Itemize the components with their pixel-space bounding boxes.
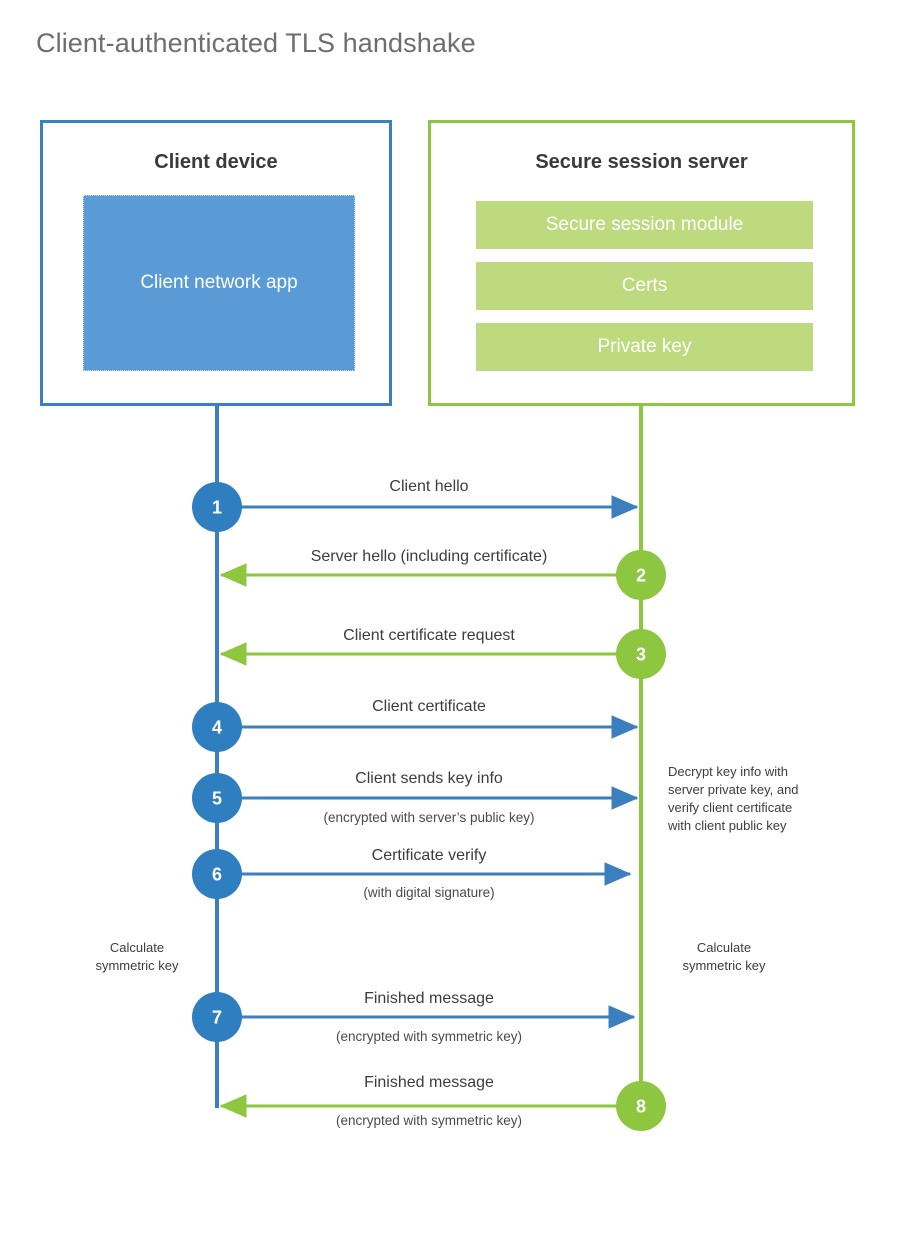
secure-session-module-block: Secure session module xyxy=(476,201,813,249)
server-decrypt-note: Decrypt key info with server private key… xyxy=(668,763,799,835)
server-calc-note-line-1: Calculate xyxy=(696,940,752,955)
client-calculate-symmetric-key-note: Calculate symmetric key xyxy=(95,939,178,975)
step-label-1: Client hello xyxy=(389,478,469,495)
client-device-title: Client device xyxy=(154,151,278,173)
page-title: Client-authenticated TLS handshake xyxy=(36,28,476,58)
client-device-box: Client device Client network app xyxy=(40,120,392,406)
step-label-5: Client sends key info xyxy=(355,770,503,787)
step-circle-6[interactable] xyxy=(192,849,242,899)
server-decrypt-note-line-4: with client public key xyxy=(668,817,787,833)
step-label-6: Certificate verify xyxy=(371,847,487,864)
step-label-3: Client certificate request xyxy=(343,627,515,644)
step-circle-1[interactable] xyxy=(192,482,242,532)
secure-session-server-title: Secure session server xyxy=(535,151,748,173)
step-label-7: Finished message xyxy=(364,990,494,1007)
server-calculate-symmetric-key-note: Calculate symmetric key xyxy=(682,939,765,975)
client-network-app-block: Client network app xyxy=(83,195,355,371)
step-sublabel-8: (encrypted with symmetric key) xyxy=(335,1113,523,1128)
step-circle-3[interactable] xyxy=(616,629,666,679)
step-circle-5[interactable] xyxy=(192,773,242,823)
client-calc-note-line-2: symmetric key xyxy=(95,957,179,973)
server-calc-note-line-2: symmetric key xyxy=(682,957,766,973)
step-label-8: Finished message xyxy=(364,1074,494,1091)
step-circle-8[interactable] xyxy=(616,1081,666,1131)
step-sublabel-5: (encrypted with server’s public key) xyxy=(323,810,535,825)
step-sublabel-6: (with digital signature) xyxy=(363,885,495,900)
step-circle-7[interactable] xyxy=(192,992,242,1042)
step-label-2: Server hello (including certificate) xyxy=(310,548,548,565)
step-circle-2[interactable] xyxy=(616,550,666,600)
step-sublabel-7: (encrypted with symmetric key) xyxy=(335,1029,523,1044)
private-key-block: Private key xyxy=(476,323,813,371)
certs-block: Certs xyxy=(476,262,813,310)
step-label-4: Client certificate xyxy=(372,698,486,715)
secure-session-server-box: Secure session server Secure session mod… xyxy=(428,120,855,406)
step-circle-4[interactable] xyxy=(192,702,242,752)
server-decrypt-note-line-3: verify client certificate xyxy=(668,799,793,815)
client-calc-note-line-1: Calculate xyxy=(109,940,165,955)
server-decrypt-note-line-2: server private key, and xyxy=(668,781,799,797)
server-decrypt-note-line-1: Decrypt key info with xyxy=(668,764,788,779)
